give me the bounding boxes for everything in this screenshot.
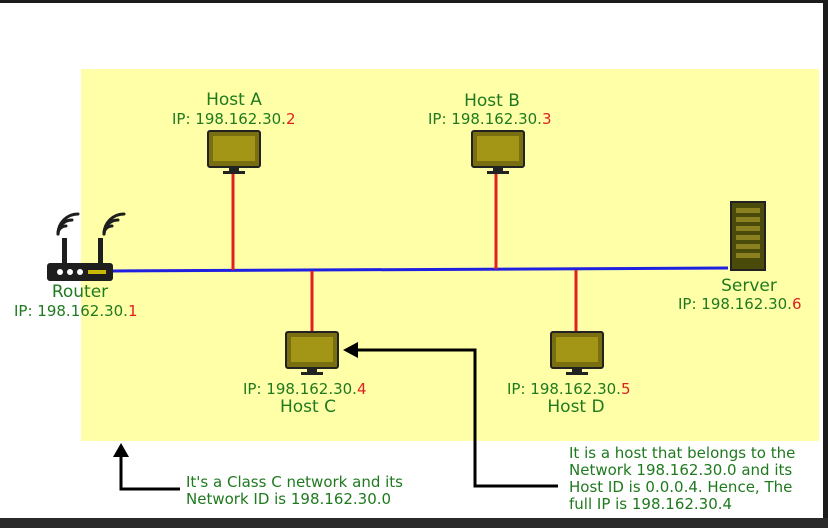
router-name: Router — [51, 282, 109, 302]
host-a-ip: IP: 198.162.30.2 — [172, 110, 296, 128]
host-note-line: Host ID is 0.0.0.4. Hence, The — [569, 478, 793, 496]
monitor-icon — [471, 130, 525, 174]
monitor-icon — [207, 130, 261, 174]
host-note: It is a host that belongs to the Network… — [569, 445, 795, 513]
network-note-line: Network ID is 198.162.30.0 — [186, 490, 392, 508]
network-area — [81, 69, 819, 441]
top-border — [0, 0, 828, 3]
host-note-line: full IP is 198.162.30.4 — [569, 495, 733, 513]
server-name: Server — [721, 276, 777, 296]
right-border — [823, 0, 828, 528]
host-note-line: It is a host that belongs to the — [569, 444, 796, 462]
host-c-ip: IP: 198.162.30.4 — [243, 380, 367, 398]
host-a-name: Host A — [206, 90, 262, 110]
host-c-name: Host C — [280, 397, 336, 417]
monitor-icon — [550, 331, 604, 375]
wifi-icon — [56, 212, 80, 236]
router-ip: IP: 198.162.30.1 — [14, 302, 138, 320]
wifi-icon — [102, 212, 126, 236]
server-icon — [730, 201, 766, 271]
monitor-icon — [285, 331, 339, 375]
host-b-ip: IP: 198.162.30.3 — [428, 110, 552, 128]
host-d-ip: IP: 198.162.30.5 — [507, 380, 631, 398]
network-note-line: It's a Class C network and its — [186, 473, 403, 491]
host-note-line: Network 198.162.30.0 and its — [569, 461, 793, 479]
arrow-head-icon — [113, 443, 129, 457]
host-d-name: Host D — [547, 397, 605, 417]
server-ip: IP: 198.162.30.6 — [678, 295, 802, 313]
arrow-head-icon — [343, 342, 358, 358]
host-callout-arrow — [356, 348, 558, 488]
network-callout-arrow — [119, 455, 180, 491]
host-b-name: Host B — [464, 91, 520, 111]
network-note: It's a Class C network and its Network I… — [186, 474, 403, 508]
bottom-border — [0, 518, 828, 528]
router-icon — [47, 238, 113, 281]
network-bus — [111, 266, 729, 273]
